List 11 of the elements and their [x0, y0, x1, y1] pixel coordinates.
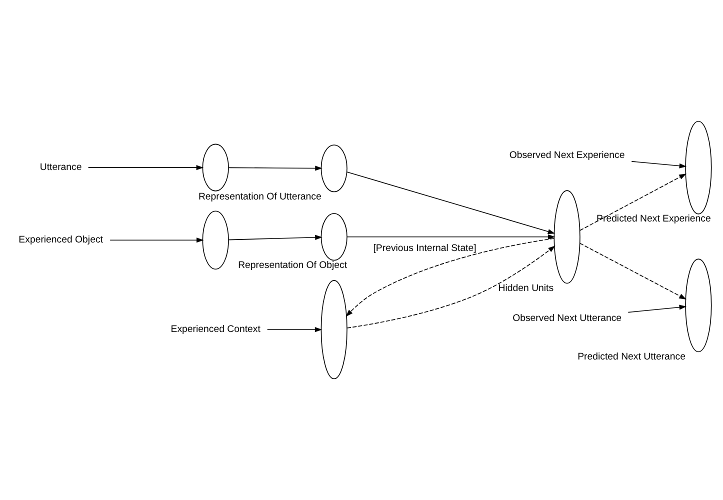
node-text: Experienced Object [18, 234, 103, 246]
node-label: Hidden Units [498, 282, 554, 294]
node-text: Observed Next Utterance [512, 312, 622, 324]
node-label: Representation Of Utterance [198, 191, 322, 202]
node-label: Predicted Next Utterance [578, 352, 686, 363]
node-text: Experienced Context [170, 324, 260, 336]
edge-label: [Previous Internal State] [373, 243, 476, 254]
node-label: Representation Of Object [238, 260, 348, 272]
node-label: Predicted Next Experience [596, 214, 711, 225]
node-text: Observed Next Experience [509, 150, 625, 161]
node-text: Utterance [40, 162, 82, 174]
